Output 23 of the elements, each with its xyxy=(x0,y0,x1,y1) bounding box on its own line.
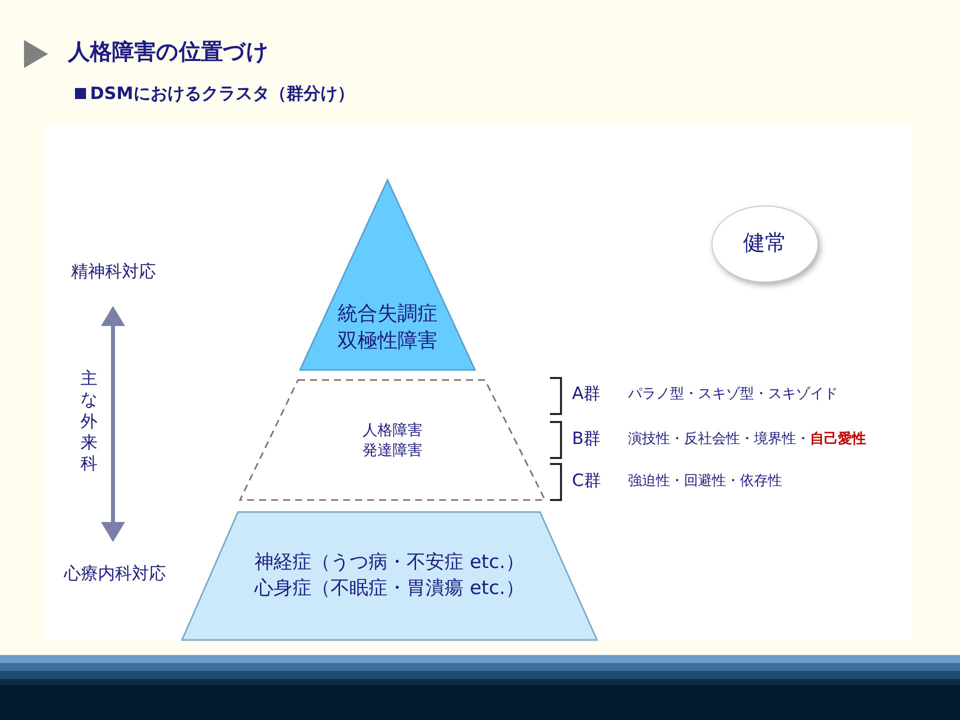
node-label: 神経症（うつ病・不安症 etc.） xyxy=(254,550,524,576)
edge-label: 主な外来科 xyxy=(80,369,98,476)
oval-node xyxy=(712,206,818,282)
cluster-description: パラノ型・スキゾ型・スキゾイド xyxy=(628,385,838,403)
node-label: 心身症（不眠症・胃潰瘍 etc.） xyxy=(254,576,524,601)
node-label: 人格障害 xyxy=(362,420,422,440)
cluster-description: 強迫性・回避性・依存性 xyxy=(628,472,782,490)
node-label: 双極性障害 xyxy=(338,327,438,354)
slide-subtitle: DSMにおけるクラスタ（群分け） xyxy=(90,83,354,105)
node-label: 発達障害 xyxy=(362,440,422,460)
cluster-description: 演技性・反社会性・境界性・自己愛性 xyxy=(628,430,866,448)
trapezoid-tier xyxy=(182,512,597,640)
node-label: 心療内科対応 xyxy=(64,562,166,586)
slide-title: 人格障害の位置づけ xyxy=(68,38,269,67)
trapezoid-tier xyxy=(240,380,545,500)
node-label: 統合失調症 xyxy=(338,300,438,327)
cluster-label: A群 xyxy=(572,383,601,405)
triangle-tier xyxy=(300,180,475,370)
cluster-label: B群 xyxy=(572,428,601,450)
cluster-label: C群 xyxy=(572,470,601,492)
node-label: 精神科対応 xyxy=(71,260,156,284)
double-arrow xyxy=(101,306,125,542)
node-label: 健常 xyxy=(743,230,787,258)
